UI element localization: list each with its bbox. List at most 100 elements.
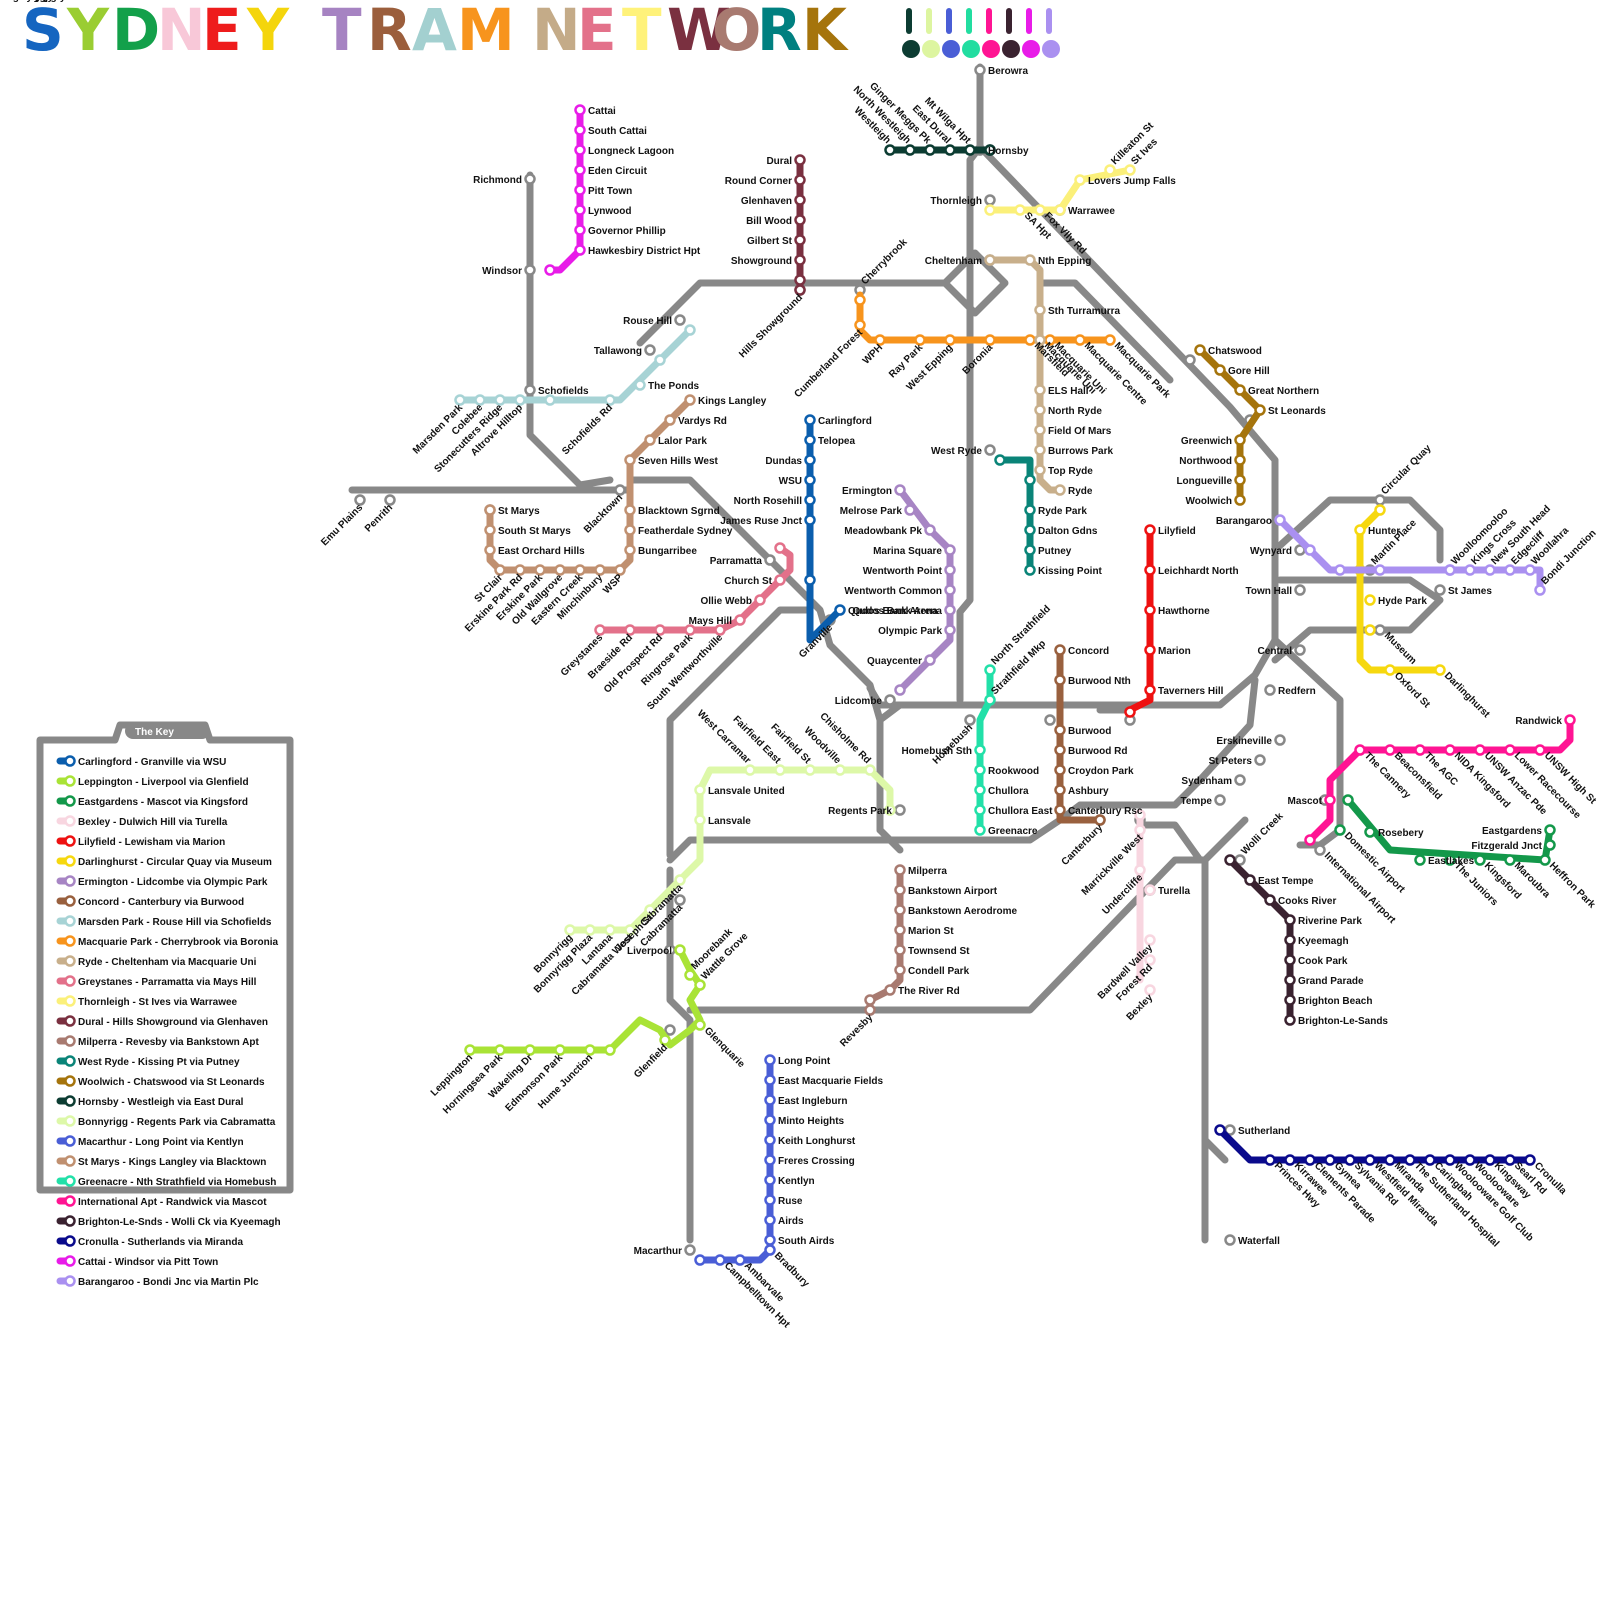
station-marker[interactable] — [1504, 1154, 1516, 1166]
station-marker[interactable] — [764, 1094, 776, 1106]
heavy-rail-station-macarthur[interactable] — [684, 1244, 696, 1256]
station-marker[interactable] — [694, 1254, 706, 1266]
station-marker[interactable] — [684, 969, 696, 981]
station-marker[interactable] — [1464, 564, 1476, 576]
station-marker[interactable] — [1539, 854, 1551, 866]
station-marker[interactable] — [794, 234, 806, 246]
station-marker[interactable] — [1054, 724, 1066, 736]
station-marker[interactable] — [794, 194, 806, 206]
station-marker[interactable] — [1144, 524, 1156, 536]
heavy-rail-station-berowra[interactable] — [974, 64, 986, 76]
station-marker[interactable] — [1094, 814, 1106, 826]
station-marker[interactable] — [884, 984, 896, 996]
station-marker[interactable] — [574, 224, 586, 236]
station-marker[interactable] — [1124, 706, 1136, 718]
station-marker[interactable] — [1144, 684, 1156, 696]
station-marker[interactable] — [974, 744, 986, 756]
station-marker[interactable] — [764, 1244, 776, 1256]
station-marker[interactable] — [1144, 954, 1156, 966]
station-marker[interactable] — [764, 1154, 776, 1166]
station-marker[interactable] — [1504, 744, 1516, 756]
heavy-rail-station-burwood[interactable] — [1044, 714, 1056, 726]
station-marker[interactable] — [864, 764, 876, 776]
station-marker[interactable] — [1484, 564, 1496, 576]
station-marker[interactable] — [524, 1044, 536, 1056]
station-marker[interactable] — [624, 504, 636, 516]
station-marker[interactable] — [894, 904, 906, 916]
station-marker[interactable] — [694, 814, 706, 826]
station-marker[interactable] — [1244, 874, 1256, 886]
station-marker[interactable] — [774, 764, 786, 776]
station-marker[interactable] — [804, 514, 816, 526]
station-marker[interactable] — [1144, 604, 1156, 616]
station-marker[interactable] — [984, 334, 996, 346]
station-marker[interactable] — [1414, 854, 1426, 866]
station-marker[interactable] — [684, 394, 696, 406]
heavy-rail-station-rouse-hill[interactable] — [674, 314, 686, 326]
station-marker[interactable] — [1484, 1154, 1496, 1166]
station-marker[interactable] — [1324, 794, 1336, 806]
station-marker[interactable] — [964, 144, 976, 156]
station-marker[interactable] — [474, 394, 486, 406]
station-marker[interactable] — [584, 924, 596, 936]
station-marker[interactable] — [1284, 994, 1296, 1006]
heavy-rail-station-central[interactable] — [1294, 644, 1306, 656]
heavy-rail-station-lidcombe[interactable] — [884, 694, 896, 706]
station-marker[interactable] — [1054, 484, 1066, 496]
station-marker[interactable] — [764, 1174, 776, 1186]
station-marker[interactable] — [564, 924, 576, 936]
station-marker[interactable] — [1354, 524, 1366, 536]
station-marker[interactable] — [984, 204, 996, 216]
station-marker[interactable] — [1444, 1154, 1456, 1166]
station-marker[interactable] — [574, 244, 586, 256]
station-marker[interactable] — [714, 1254, 726, 1266]
station-marker[interactable] — [744, 764, 756, 776]
station-marker[interactable] — [684, 624, 696, 636]
station-marker[interactable] — [1234, 384, 1246, 396]
station-marker[interactable] — [1034, 384, 1046, 396]
station-marker[interactable] — [794, 274, 806, 286]
heavy-rail-station-blacktown[interactable] — [614, 484, 626, 496]
heavy-rail-station-glenfield[interactable] — [664, 1024, 676, 1036]
station-marker[interactable] — [534, 564, 546, 576]
station-marker[interactable] — [984, 694, 996, 706]
station-marker[interactable] — [804, 574, 816, 586]
station-marker[interactable] — [1374, 504, 1386, 516]
station-marker[interactable] — [554, 1044, 566, 1056]
station-marker[interactable] — [1024, 524, 1036, 536]
station-marker[interactable] — [764, 1214, 776, 1226]
station-marker[interactable] — [924, 144, 936, 156]
station-marker[interactable] — [894, 964, 906, 976]
station-marker[interactable] — [974, 764, 986, 776]
station-marker[interactable] — [1024, 504, 1036, 516]
station-marker[interactable] — [894, 924, 906, 936]
station-marker[interactable] — [894, 684, 906, 696]
station-marker[interactable] — [1034, 204, 1046, 216]
station-marker[interactable] — [1014, 204, 1026, 216]
heavy-rail-station-sydenham[interactable] — [1234, 774, 1246, 786]
heavy-rail-station-erskineville[interactable] — [1274, 734, 1286, 746]
station-marker[interactable] — [834, 604, 846, 616]
heavy-rail-station-schofields[interactable] — [524, 384, 536, 396]
station-marker[interactable] — [574, 204, 586, 216]
heavy-rail-station-penrith[interactable] — [384, 494, 396, 506]
station-marker[interactable] — [1134, 864, 1146, 876]
station-marker[interactable] — [1344, 1154, 1356, 1166]
station-marker[interactable] — [904, 144, 916, 156]
station-marker[interactable] — [984, 664, 996, 676]
station-marker[interactable] — [624, 544, 636, 556]
station-marker[interactable] — [804, 494, 816, 506]
heavy-rail-station-chatswood[interactable] — [1184, 354, 1196, 366]
station-marker[interactable] — [594, 624, 606, 636]
station-marker[interactable] — [804, 764, 816, 776]
station-marker[interactable] — [854, 294, 866, 306]
station-marker[interactable] — [884, 804, 896, 816]
heavy-rail-station-st-peters[interactable] — [1254, 754, 1266, 766]
station-marker[interactable] — [1364, 1154, 1376, 1166]
station-marker[interactable] — [1074, 174, 1086, 186]
station-marker[interactable] — [944, 564, 956, 576]
station-marker[interactable] — [1524, 564, 1536, 576]
station-marker[interactable] — [1144, 984, 1156, 996]
station-marker[interactable] — [754, 594, 766, 606]
station-marker[interactable] — [1534, 584, 1546, 596]
